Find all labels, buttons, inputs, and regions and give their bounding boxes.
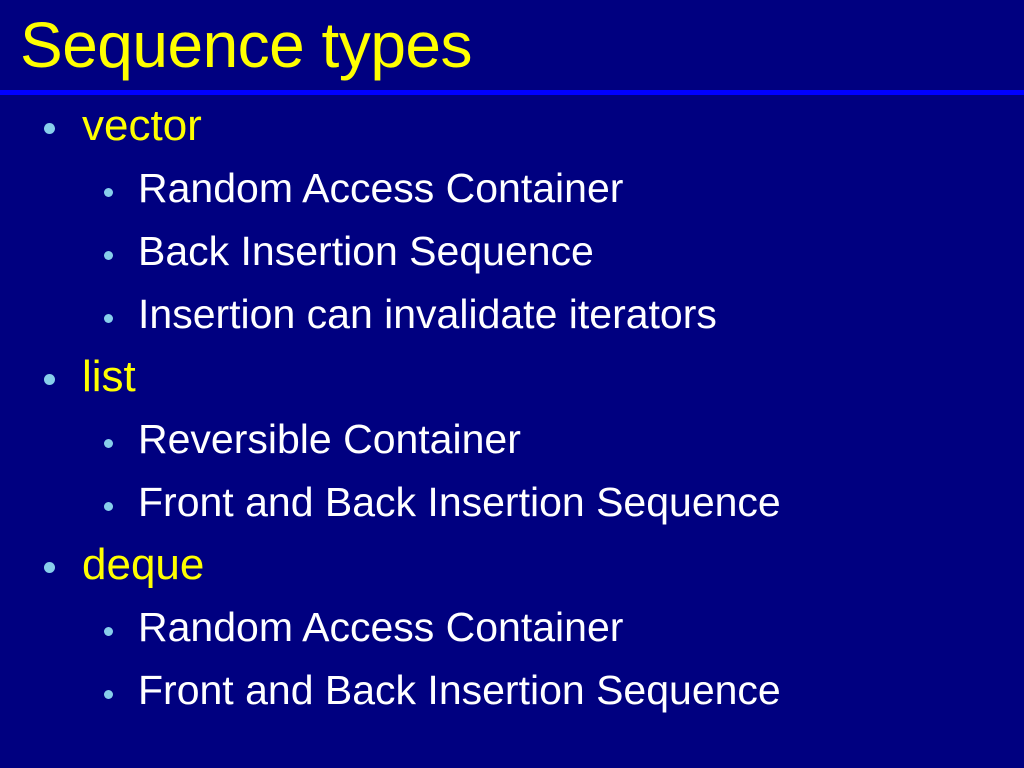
list-item: Front and Back Insertion Sequence [0, 659, 1024, 722]
list-item: list [0, 346, 1024, 408]
round-bullet-icon [44, 562, 55, 573]
round-bullet-icon [104, 439, 113, 448]
list-item-label: Reversible Container [138, 416, 521, 462]
list-item-label: Random Access Container [138, 604, 624, 650]
list-item-label: Front and Back Insertion Sequence [138, 479, 781, 525]
round-bullet-icon [104, 627, 113, 636]
title-divider-rule [0, 90, 1024, 95]
round-bullet-icon [44, 374, 55, 385]
list-item-label: vector [82, 101, 202, 150]
list-item-label: list [82, 352, 136, 401]
list-item-label: Insertion can invalidate iterators [138, 291, 717, 337]
list-item: Back Insertion Sequence [0, 220, 1024, 283]
round-bullet-icon [44, 123, 55, 134]
list-item: Insertion can invalidate iterators [0, 283, 1024, 346]
list-item: vector [0, 95, 1024, 157]
slide-body: vector Random Access Container Back Inse… [0, 95, 1024, 768]
list-item: Random Access Container [0, 157, 1024, 220]
round-bullet-icon [104, 251, 113, 260]
list-item-label: Random Access Container [138, 165, 624, 211]
page-title: Sequence types [20, 9, 473, 81]
list-item: Reversible Container [0, 408, 1024, 471]
slide-title-area: Sequence types [0, 0, 1024, 90]
list-item: Random Access Container [0, 596, 1024, 659]
round-bullet-icon [104, 690, 113, 699]
round-bullet-icon [104, 188, 113, 197]
round-bullet-icon [104, 314, 113, 323]
list-item-label: deque [82, 540, 205, 589]
list-item-label: Front and Back Insertion Sequence [138, 667, 781, 713]
bullet-list: vector Random Access Container Back Inse… [0, 95, 1024, 722]
round-bullet-icon [104, 502, 113, 511]
list-item: deque [0, 534, 1024, 596]
list-item-label: Back Insertion Sequence [138, 228, 594, 274]
list-item: Front and Back Insertion Sequence [0, 471, 1024, 534]
